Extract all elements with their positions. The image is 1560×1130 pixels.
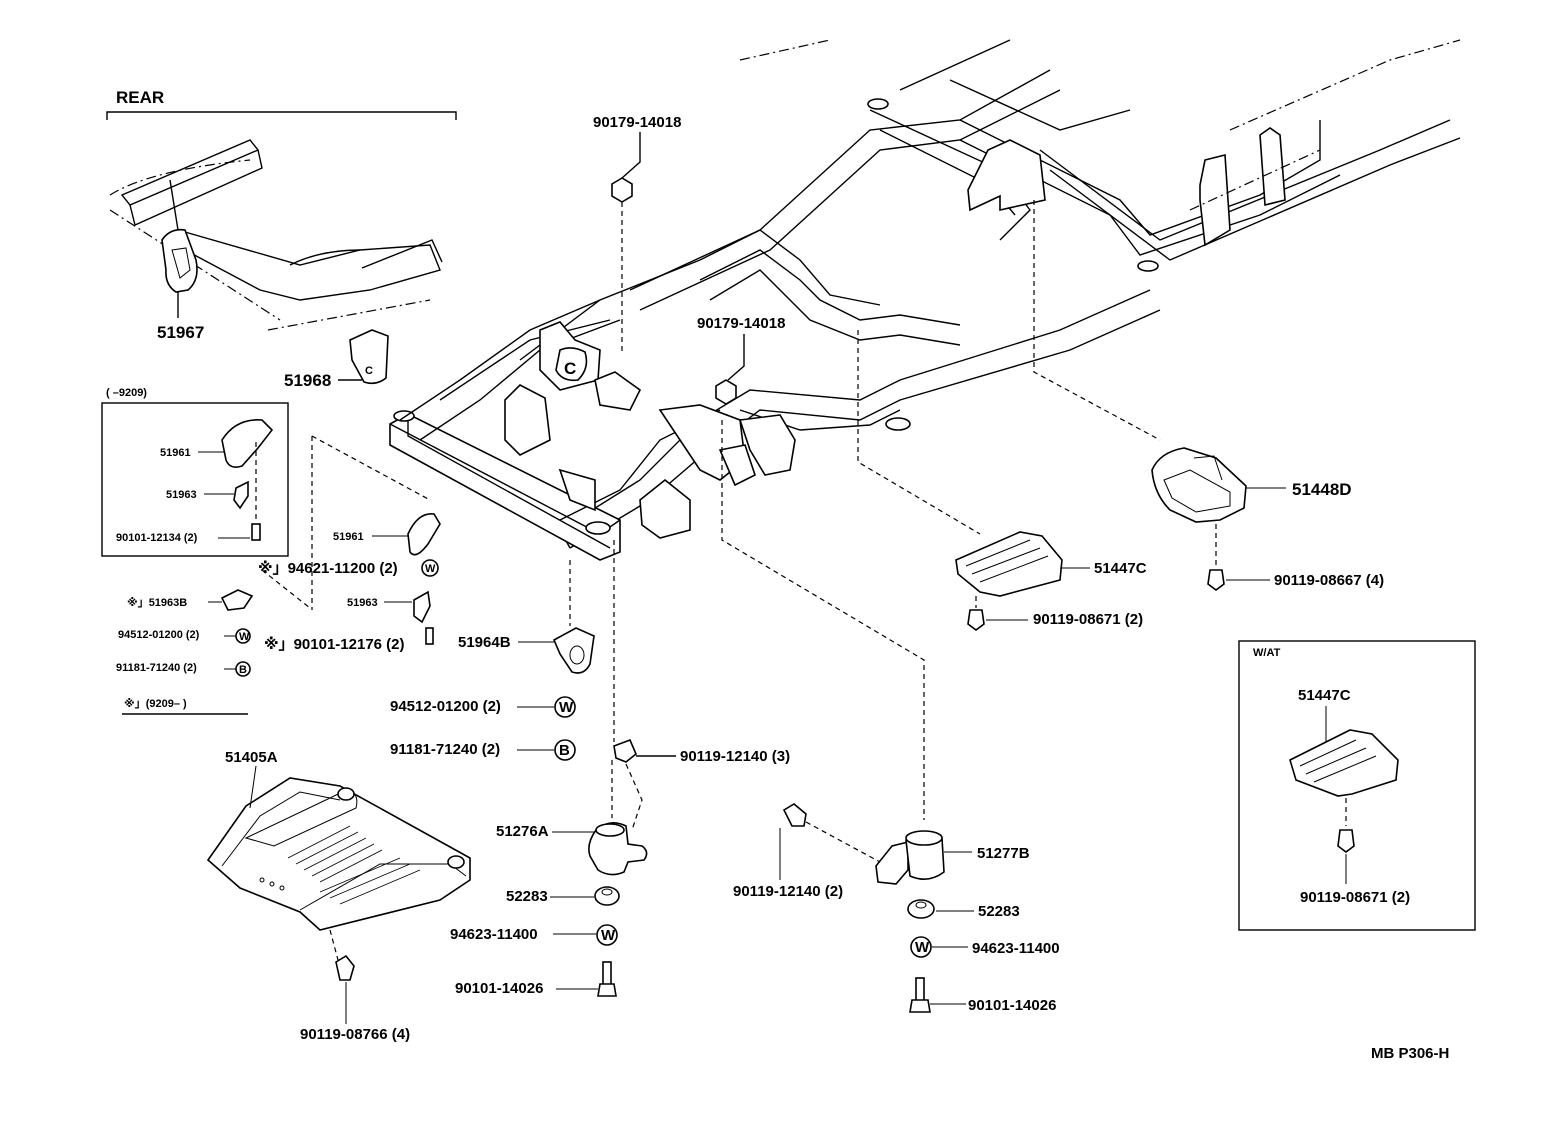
label-90101-14026-left: 90101-14026	[455, 980, 543, 997]
bolt-90101-14026-right	[915, 977, 925, 1003]
range-box-label: ( –9209)	[106, 387, 147, 399]
label-51963b: ※」51963B	[127, 597, 187, 609]
svg-text:W: W	[559, 699, 574, 716]
box-label-bolt: 90101-12134 (2)	[116, 532, 198, 544]
svg-text:W: W	[239, 631, 250, 643]
washer-94512	[554, 696, 576, 718]
label-94623-11400-right: 94623-11400	[972, 940, 1060, 957]
box-label-51963: 51963	[166, 489, 197, 501]
svg-text:C: C	[365, 365, 373, 377]
label-94512-small: 94512-01200 (2)	[118, 629, 200, 641]
skid-plate-group: 51405A 90119-08766 (4)	[206, 749, 471, 1043]
support-51447c	[955, 531, 1063, 597]
wat-label-51447c: 51447C	[1298, 687, 1351, 704]
svg-text:B: B	[239, 664, 247, 676]
label-90119-12140-2: 90119-12140 (2)	[733, 883, 843, 900]
bracket-51963	[413, 590, 431, 624]
mount-bracket-51277b	[875, 840, 909, 885]
washer-94623-right	[910, 936, 932, 958]
bracket-51961-small	[221, 419, 274, 468]
engine-mount-right-stack: 90119-12140 (2) 51277B 52283 W 94623-114…	[721, 420, 1060, 1014]
wat-label-bolt: 90119-08671 (2)	[1300, 889, 1410, 906]
label-51964b: 51964B	[458, 634, 511, 651]
engine-mount-left-stack: 90119-12140 (3) 51276A 52283 W 94623-114…	[450, 540, 790, 997]
rear-inset: REAR C 51967 51968	[106, 88, 457, 390]
washer-94623-left	[596, 924, 618, 946]
label-51967: 51967	[157, 323, 204, 342]
nut-91181	[554, 739, 576, 761]
range-box-left: ( –9209) 51961 51963 90101-12134 (2)	[101, 387, 289, 557]
range-box-frame	[101, 402, 289, 557]
transmission-support-group: 51447C 90119-08671 (2) 51448D 90119-0866…	[857, 200, 1384, 631]
box-label-51961: 51961	[160, 447, 191, 459]
label-90101-12176: ※」90101-12176 (2)	[264, 635, 405, 653]
washer-94621	[421, 559, 439, 577]
label-51963: 51963	[347, 597, 378, 609]
label-51277b: 51277B	[977, 845, 1030, 862]
bolt-90101-12176	[425, 627, 434, 645]
label-90119-08667: 90119-08667 (4)	[1274, 572, 1384, 589]
support-51448d	[1151, 447, 1247, 523]
svg-text:B: B	[559, 742, 570, 759]
bracket-51963-small	[233, 480, 249, 510]
label-52283-left: 52283	[506, 888, 548, 905]
bolt-90119-12140-3	[613, 738, 637, 763]
wat-support-51447c	[1289, 729, 1399, 797]
label-51968: 51968	[284, 371, 331, 390]
bolt-90101-14026-left	[602, 961, 612, 987]
label-51276a: 51276A	[496, 823, 549, 840]
label-90179-top: 90179-14018	[593, 114, 681, 131]
label-90119-08766: 90119-08766 (4)	[300, 1026, 410, 1043]
svg-text:W: W	[601, 927, 616, 944]
bolt-90119-08671	[967, 609, 985, 631]
svg-text:W: W	[915, 939, 930, 956]
label-94623-11400-left: 94623-11400	[450, 926, 538, 943]
page-code: MB P306-H	[1371, 1045, 1449, 1062]
rear-frame-sketch: C	[109, 139, 443, 385]
nut-90179-mid	[715, 379, 737, 405]
label-91181-small: 91181-71240 (2)	[116, 662, 197, 674]
label-51448d: 51448D	[1292, 480, 1352, 499]
wat-box: W/AT 51447C 90119-08671 (2)	[1238, 640, 1476, 931]
nut-90179-top	[611, 177, 633, 203]
label-94512-01200: 94512-01200 (2)	[390, 698, 501, 715]
label-90101-14026-right: 90101-14026	[968, 997, 1056, 1014]
label-51447c: 51447C	[1094, 560, 1147, 577]
frame-marker-c: C	[564, 359, 576, 378]
skid-plate-51405a	[206, 777, 471, 931]
label-90179-mid: 90179-14018	[697, 315, 785, 332]
main-frame: C	[389, 39, 1461, 561]
wat-label: W/AT	[1253, 647, 1281, 659]
bolt-90119-08667	[1207, 569, 1225, 591]
cushion-52283-right	[907, 899, 935, 919]
label-51405a: 51405A	[225, 749, 278, 766]
bolt-90119-12140-2	[782, 803, 807, 827]
label-52283-right: 52283	[978, 903, 1020, 920]
bolt-90119-08766	[335, 954, 355, 981]
label-90119-08671: 90119-08671 (2)	[1033, 611, 1143, 628]
upper-nuts: 90179-14018 90179-14018	[593, 114, 785, 405]
centre-left-column: 51964B W 94512-01200 (2) B 91181-71240 (…	[390, 560, 595, 761]
cushion-52283-left	[594, 886, 620, 906]
svg-text:W: W	[425, 563, 436, 575]
label-94621-11200: ※」94621-11200 (2)	[258, 559, 398, 577]
bracket-51961	[407, 513, 441, 556]
bracket-51963b	[220, 589, 254, 611]
wat-box-frame	[1238, 640, 1476, 931]
label-90119-12140-3: 90119-12140 (3)	[680, 748, 790, 765]
rear-heading: REAR	[116, 88, 164, 107]
wat-bolt	[1337, 829, 1355, 853]
label-91181-71240: 91181-71240 (2)	[390, 741, 500, 758]
label-51961: 51961	[333, 531, 364, 543]
left-asterisk-group: 51961 W ※」94621-11200 (2) 51963 ※」51963B…	[116, 435, 441, 715]
rear-bracket-line	[106, 111, 457, 120]
bolt-small-box	[251, 523, 261, 541]
label-range-9209: ※」(9209– )	[124, 698, 187, 710]
bracket-51964b	[552, 627, 595, 674]
